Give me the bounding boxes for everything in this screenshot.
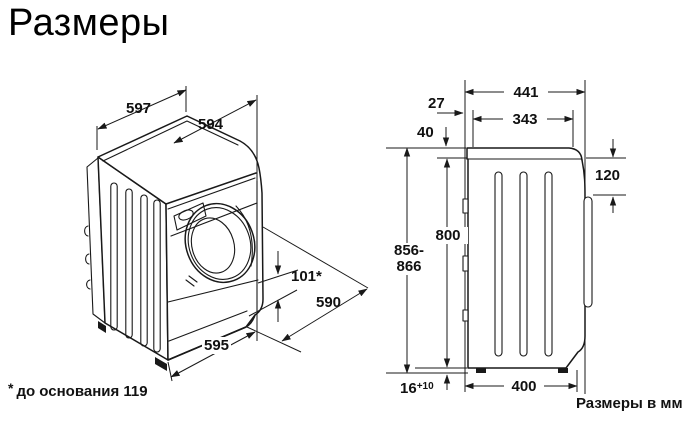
door-outer-ring [184,202,256,284]
dim-label-101: 101* [291,268,322,285]
machine-foot [155,357,167,371]
machine-foot [98,321,106,333]
dim-label-120: 120 [595,167,621,184]
footnote-text: до основания 119 [16,383,148,400]
footnote-asterisk: * [8,380,14,396]
units-note: Размеры в мм [576,395,683,412]
feet-height-value: 16 [400,380,417,397]
dim-label-40: 40 [417,124,434,141]
rear-panel-clips [462,198,469,322]
dim-label-343: 343 [503,111,547,128]
dim-label-16: 16+10 [400,378,434,397]
door-edge-profile [583,196,593,308]
dim-label-597: 597 [126,100,152,117]
dim-label-590: 590 [316,294,342,311]
dim-label-595: 595 [202,337,232,354]
side-view-drawing [386,80,626,394]
footnote: *до основания 119 [8,380,148,400]
vent-slots [110,182,161,353]
machine-foot [476,368,486,373]
dim-label-441: 441 [504,84,548,101]
dim-label-400: 400 [504,378,544,395]
machine-foot [558,368,568,373]
drawer-handle [178,209,194,221]
side-vent-slots [494,171,553,357]
dim-label-27: 27 [428,95,445,112]
door-rim [187,207,252,280]
front-view-dimension-lines [96,86,369,382]
dim-label-866: 866 [396,258,422,275]
page-title: Размеры [8,2,170,44]
side-top-panel [466,147,583,161]
feet-height-tolerance: +10 [416,381,434,392]
dim-label-856-866: 856- 866 [386,243,432,275]
back-panel-clips [84,225,91,290]
front-view-drawing [84,86,369,382]
dim-label-856: 856- [393,242,425,259]
door-handle-notch [185,275,198,287]
dim-label-800: 800 [428,227,468,244]
door-window [190,217,236,274]
door-hinge-edge [235,205,253,267]
dim-label-594: 594 [198,116,224,133]
